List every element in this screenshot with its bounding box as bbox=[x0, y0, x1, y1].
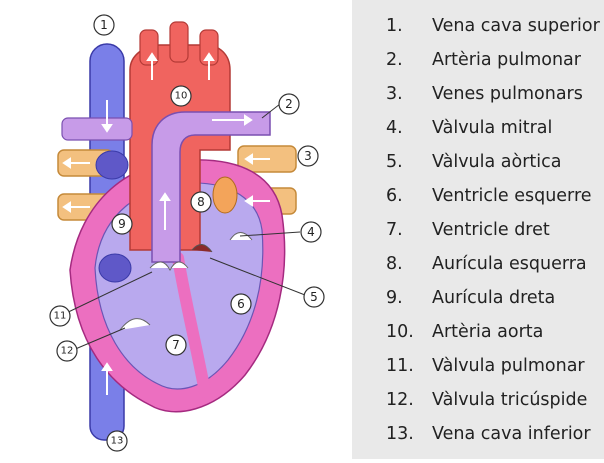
callout-12: 12 bbox=[61, 346, 74, 357]
legend-label: Vena cava superior bbox=[432, 16, 600, 36]
callout-7: 7 bbox=[172, 338, 180, 352]
callout-13: 13 bbox=[111, 436, 124, 447]
legend-item-6: 6. Ventricle esquerre bbox=[352, 186, 604, 216]
legend-label: Vàlvula aòrtica bbox=[432, 152, 562, 172]
legend-number: 2. bbox=[386, 50, 403, 70]
heart-illustration: 1 2 3 4 5 6 7 8 9 10 11 12 13 bbox=[0, 0, 352, 459]
legend-item-4: 4. Vàlvula mitral bbox=[352, 118, 604, 148]
callout-5: 5 bbox=[310, 290, 318, 304]
callout-3: 3 bbox=[304, 149, 312, 163]
legend-number: 9. bbox=[386, 288, 403, 308]
legend-label: Vàlvula mitral bbox=[432, 118, 552, 138]
legend-label: Vena cava inferior bbox=[432, 424, 591, 444]
legend-item-9: 9. Aurícula dreta bbox=[352, 288, 604, 318]
heart-diagram: 1 2 3 4 5 6 7 8 9 10 11 12 13 bbox=[0, 0, 352, 459]
legend-number: 5. bbox=[386, 152, 403, 172]
legend-number: 7. bbox=[386, 220, 403, 240]
legend-label: Aurícula esquerra bbox=[432, 254, 587, 274]
callout-6: 6 bbox=[237, 297, 245, 311]
legend-number: 8. bbox=[386, 254, 403, 274]
legend-item-1: 1. Vena cava superior bbox=[352, 16, 604, 46]
legend-item-12: 12. Vàlvula tricúspide bbox=[352, 390, 604, 420]
right-atrium-opening-bottom bbox=[99, 254, 131, 282]
legend-item-8: 8. Aurícula esquerra bbox=[352, 254, 604, 284]
legend-item-10: 10. Artèria aorta bbox=[352, 322, 604, 352]
legend-label: Vàlvula pulmonar bbox=[432, 356, 585, 376]
legend-item-7: 7. Ventricle dret bbox=[352, 220, 604, 250]
legend-panel: 1. Vena cava superior 2. Artèria pulmona… bbox=[352, 0, 604, 459]
legend-label: Venes pulmonars bbox=[432, 84, 583, 104]
pulmonary-artery-left-branch bbox=[62, 118, 132, 140]
legend-number: 10. bbox=[386, 322, 414, 342]
legend-label: Ventricle esquerre bbox=[432, 186, 592, 206]
legend-number: 3. bbox=[386, 84, 403, 104]
legend-label: Ventricle dret bbox=[432, 220, 550, 240]
legend-number: 4. bbox=[386, 118, 403, 138]
callout-8: 8 bbox=[197, 195, 205, 209]
legend-number: 11. bbox=[386, 356, 414, 376]
callout-2: 2 bbox=[285, 97, 293, 111]
legend-item-11: 11. Vàlvula pulmonar bbox=[352, 356, 604, 386]
legend-label: Artèria aorta bbox=[432, 322, 543, 342]
aorta-branch-2 bbox=[170, 22, 188, 62]
right-atrium-opening-top bbox=[96, 151, 128, 179]
legend-item-3: 3. Venes pulmonars bbox=[352, 84, 604, 114]
legend-item-2: 2. Artèria pulmonar bbox=[352, 50, 604, 80]
callout-9: 9 bbox=[118, 217, 126, 231]
callout-1: 1 bbox=[100, 18, 108, 32]
legend-label: Vàlvula tricúspide bbox=[432, 390, 587, 410]
legend-item-13: 13. Vena cava inferior bbox=[352, 424, 604, 454]
legend-item-5: 5. Vàlvula aòrtica bbox=[352, 152, 604, 182]
left-atrium-orange bbox=[213, 177, 237, 213]
legend-number: 12. bbox=[386, 390, 414, 410]
legend-number: 1. bbox=[386, 16, 403, 36]
legend-label: Aurícula dreta bbox=[432, 288, 555, 308]
callout-4: 4 bbox=[307, 225, 315, 239]
legend-number: 6. bbox=[386, 186, 403, 206]
legend-label: Artèria pulmonar bbox=[432, 50, 581, 70]
legend-number: 13. bbox=[386, 424, 414, 444]
callout-11: 11 bbox=[54, 311, 67, 322]
callout-10: 10 bbox=[175, 91, 188, 102]
